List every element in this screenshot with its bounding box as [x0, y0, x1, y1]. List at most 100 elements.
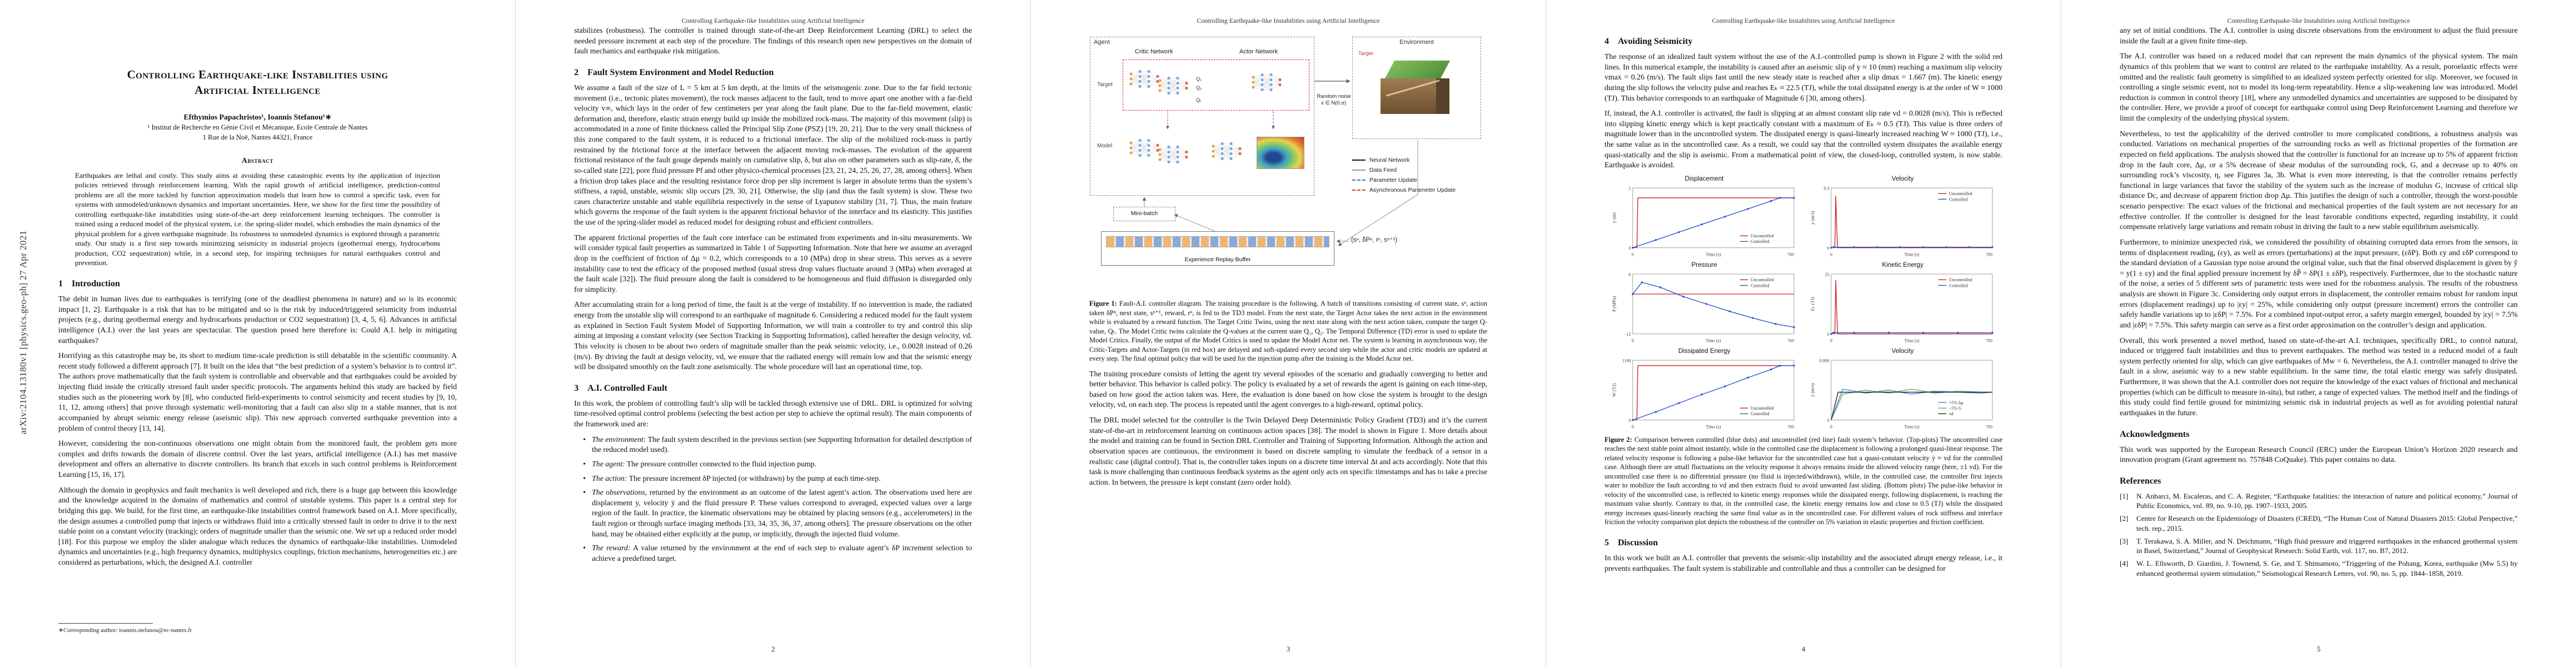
replay-buffer-cells: [1106, 236, 1329, 247]
fault-block-side-face: [1436, 78, 1449, 114]
section-2-heading: 2 Fault System Environment and Model Red…: [574, 67, 774, 77]
svg-text:700: 700: [1787, 338, 1794, 343]
svg-text:0: 0: [1628, 246, 1631, 251]
paper-title: Controlling Earthquake-like Instabilitie…: [58, 67, 457, 98]
title-line-2: Artificial Intelligence: [195, 83, 321, 97]
svg-text:Uncontrolled: Uncontrolled: [1949, 277, 1972, 282]
page-3-paragraph-1: The training procedure consists of letti…: [1089, 369, 1487, 409]
svg-text:y (m): y (m): [1611, 212, 1617, 223]
environment-box: Environment Target: [1352, 37, 1481, 139]
svg-text:Uncontrolled: Uncontrolled: [1750, 277, 1773, 282]
section-1-heading: 1 Introduction: [58, 279, 120, 288]
target-networks-box: [1123, 59, 1309, 111]
legend-row: Data Feed: [1352, 167, 1456, 173]
svg-text:700: 700: [1787, 252, 1794, 257]
list-item: • The observations, returned by the envi…: [583, 487, 972, 539]
svg-text:0.3: 0.3: [1823, 186, 1829, 191]
svg-text:1100: 1100: [1622, 358, 1631, 363]
section-3-heading: 3 A.I. Controlled Fault: [574, 383, 667, 393]
page-3-paragraph-2: The DRL model selected for the controlle…: [1089, 416, 1487, 486]
bullet-icon: •: [583, 488, 586, 497]
svg-text:Uncontrolled: Uncontrolled: [1750, 233, 1773, 238]
model-critic-network-glyph: [1129, 138, 1159, 157]
async-parameter-update-line-swatch: [1352, 190, 1366, 191]
discussion-paragraph-5: Overall, this work presented a novel met…: [2120, 336, 2518, 417]
running-header: Controlling Earthquake-like Instabilitie…: [1197, 17, 1380, 24]
svg-text:0: 0: [1827, 246, 1829, 251]
svg-text:W (TJ): W (TJ): [1611, 384, 1617, 397]
transition-tuple-label: (sⁿ, δPⁿ, rⁿ, sⁿ⁺¹): [1351, 237, 1397, 243]
svg-text:0: 0: [1830, 252, 1832, 257]
figure-2-caption-text: Comparison between controlled (blue dots…: [1605, 435, 2003, 526]
page-1-content: Controlling Earthquake-like Instabilitie…: [58, 26, 457, 646]
bullet-text: The pressure increment δP injected (or w…: [629, 474, 881, 482]
environment-target-label: Target: [1358, 51, 1373, 57]
svg-text:Time (s): Time (s): [1706, 424, 1721, 429]
svg-text:Time (s): Time (s): [1706, 338, 1721, 343]
legend-row: Parameter Update: [1352, 177, 1456, 183]
svg-text:6: 6: [1628, 272, 1631, 277]
critic-network-label: Critic Network: [1135, 48, 1173, 55]
svg-text:700: 700: [1986, 252, 1992, 257]
svg-text:-12: -12: [1625, 332, 1631, 337]
discussion-paragraph-1: any set of initial conditions. The A.I. …: [2120, 26, 2518, 45]
bullet-text: returned by the environment as an outcom…: [592, 488, 973, 538]
environment-label: Environment: [1399, 39, 1434, 46]
bullet-lead: The observations,: [592, 488, 647, 497]
mini-batch-box: Mini-batch: [1113, 207, 1175, 221]
svg-text:0: 0: [1631, 424, 1633, 429]
svg-text:700: 700: [1986, 338, 1992, 343]
figure-1-caption-text: Fault-A.I. controller diagram. The train…: [1089, 300, 1487, 362]
svg-text:0: 0: [1830, 338, 1832, 343]
bullet-text: The pressure controller connected to the…: [626, 459, 816, 468]
running-header: Controlling Earthquake-like Instabilitie…: [2227, 17, 2410, 24]
svg-text:Uncontrolled: Uncontrolled: [1949, 191, 1972, 196]
svg-text:0: 0: [1631, 252, 1633, 257]
data-feed-line-swatch: [1352, 170, 1366, 171]
bullet-icon: •: [583, 474, 586, 482]
corresponding-author-footnote: ∗Corresponding author: ioannis.stefanou@…: [58, 627, 192, 634]
svg-text:−5% G: −5% G: [1949, 406, 1961, 411]
section-2-paragraph-1: We assume a fault of the size of L = 5 k…: [574, 83, 972, 226]
bullet-text: A value returned by the environment at t…: [592, 544, 972, 563]
running-header: Controlling Earthquake-like Instabilitie…: [1712, 17, 1895, 24]
neural-network-line-swatch: [1352, 160, 1366, 161]
figure-1-legend: Neural Network Data Feed Parameter Updat…: [1352, 157, 1456, 197]
discussion-paragraph-2: The A.I. controller was based on a reduc…: [2120, 52, 2518, 122]
authors-line: Efthymios Papachristos¹, Ioannis Stefano…: [183, 112, 332, 121]
legend-row: Neural Network: [1352, 157, 1456, 163]
figure-2-caption: Figure 2: Comparison between controlled …: [1605, 435, 2002, 527]
svg-text:700: 700: [1986, 424, 1992, 429]
bullet-lead: The action:: [592, 474, 627, 482]
abstract-heading: Abstract: [241, 156, 274, 165]
actor-network-label: Actor Network: [1239, 48, 1278, 55]
target-critic-network-glyph: [1129, 69, 1159, 88]
reference-item: [1] N. Anbarci, M. Escaleras, and C. A. …: [2120, 491, 2518, 510]
svg-text:Controlled: Controlled: [1949, 197, 1967, 202]
svg-text:Controlled: Controlled: [1750, 411, 1769, 416]
svg-text:Time (s): Time (s): [1904, 424, 1919, 429]
footnote-rule: [58, 623, 153, 624]
svg-text:0: 0: [1628, 418, 1631, 423]
continuation-paragraph: stabilizes (robustness). The controller …: [574, 26, 972, 56]
qt-label: Qₜ: [1196, 97, 1202, 103]
experience-replay-buffer-box: Experience Replay Buffer: [1101, 231, 1334, 266]
page-number: 4: [1801, 645, 1806, 653]
svg-text:2: 2: [1628, 186, 1631, 191]
svg-text:0: 0: [1827, 332, 1829, 337]
section-5-heading: 5 Discussion: [1605, 537, 1658, 547]
model-critic-twin-network-glyph: [1158, 145, 1188, 164]
page-2-content: stabilizes (robustness). The controller …: [574, 26, 972, 646]
reference-item: [3] T. Terakawa, S. A. Miller, and N. De…: [2120, 536, 2518, 555]
acknowledgments-heading: Acknowledgments: [2120, 429, 2190, 439]
svg-text:+5% Δμ: +5% Δμ: [1949, 400, 1963, 405]
svg-text:Time (s): Time (s): [1904, 252, 1919, 257]
